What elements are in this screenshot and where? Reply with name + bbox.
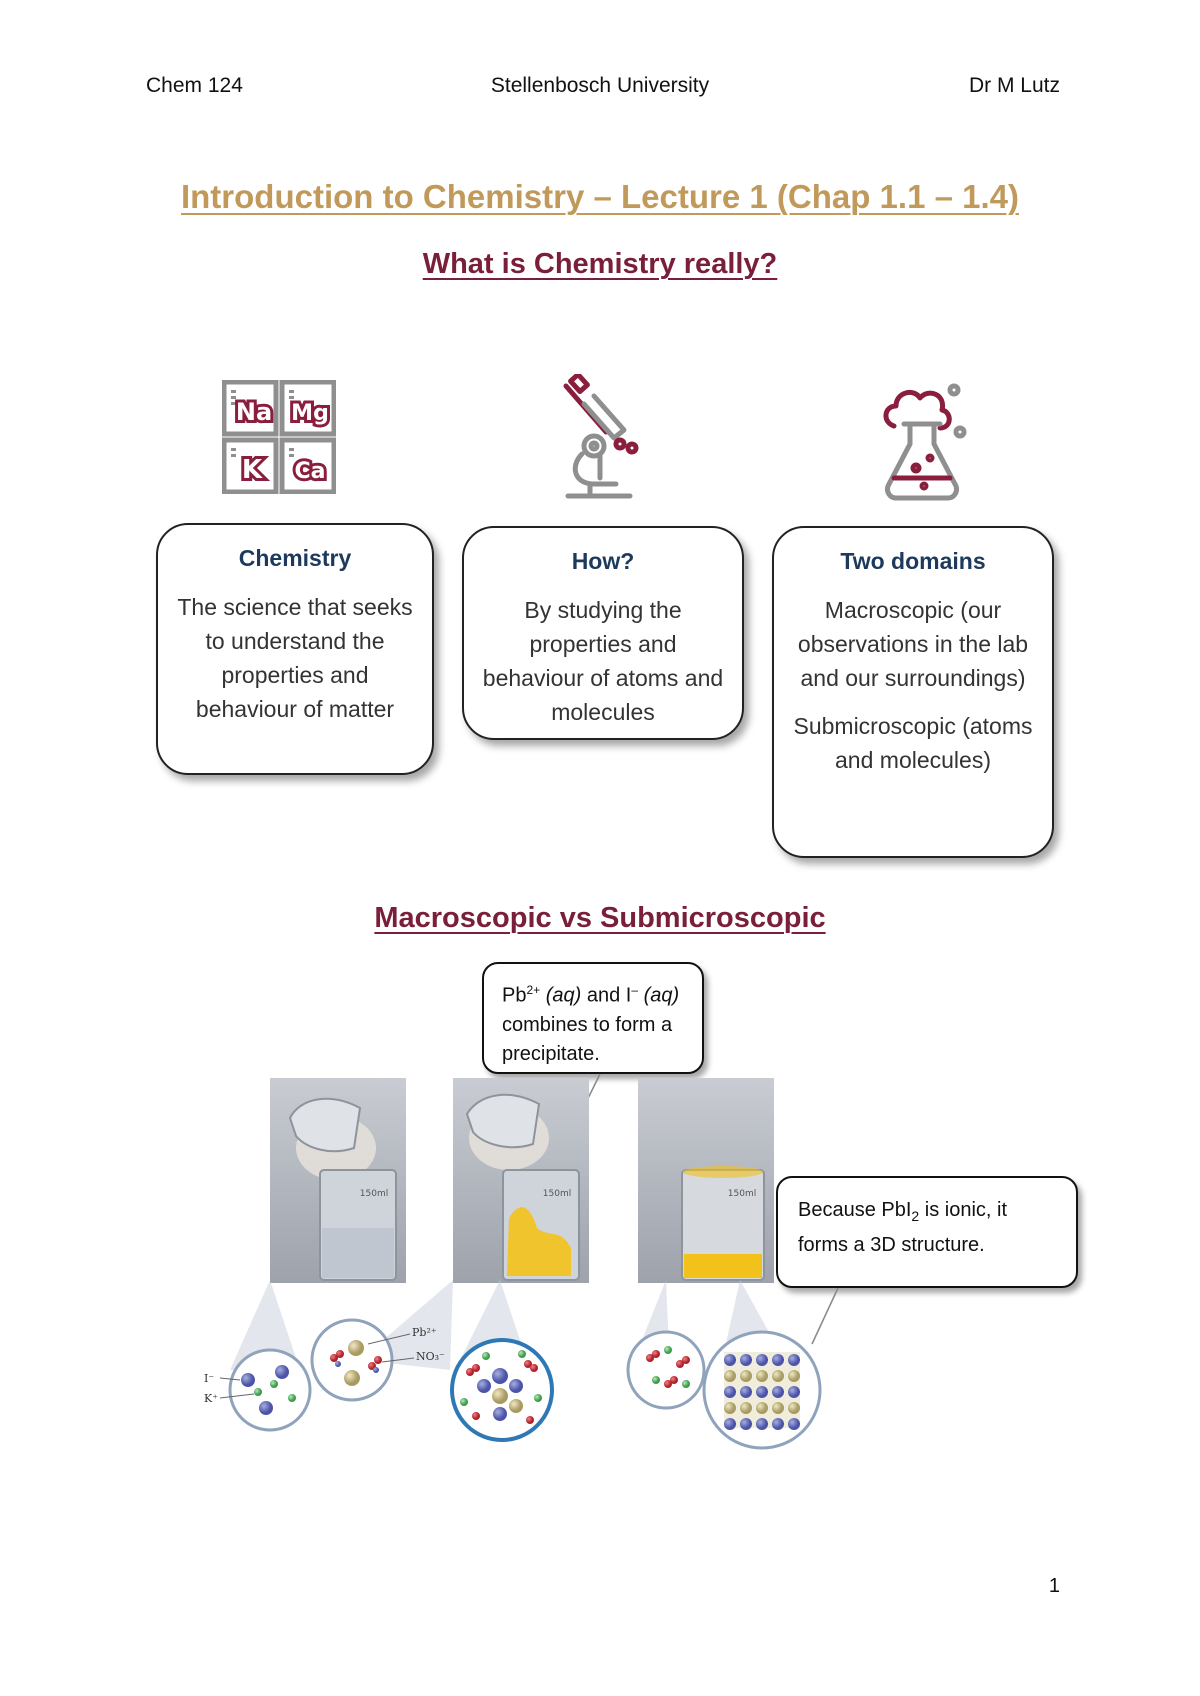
molecular-views: I⁻ K⁺ Pb²⁺ NO₃⁻: [204, 1280, 822, 1450]
beaker-label-1: 150ml: [360, 1189, 388, 1199]
pbno3-solution-view: Pb²⁺ NO₃⁻: [310, 1318, 445, 1402]
callout-precipitate: Pb2+ (aq) and I– (aq) combines to form a…: [482, 962, 704, 1074]
beaker-label-2: 150ml: [543, 1189, 571, 1199]
tile-ca: Ca: [295, 459, 326, 484]
card-how-title: How?: [571, 548, 635, 574]
tile-mg: Mg: [291, 401, 329, 426]
callout-aq-2: (aq): [643, 984, 680, 1007]
callout-i-charge: –: [631, 983, 639, 997]
card-chemistry: Chemistry The science that seeks to unde…: [156, 523, 434, 775]
callout-ionic-structure: Because PbI2 is ionic, it forms a 3D str…: [776, 1176, 1078, 1288]
beaker-photo-2: 150ml: [453, 1078, 589, 1283]
callout-ionic-text-after: is ionic, it forms a 3D structure.: [798, 1199, 1008, 1256]
callout-and-i: and I: [586, 984, 632, 1007]
microscope-icon: [560, 371, 650, 502]
section-heading-macro-vs-submicro: Macroscopic vs Submicroscopic: [374, 902, 826, 934]
callout-ionic-subscript: 2: [911, 1208, 920, 1224]
beaker-photo-3: 150ml: [638, 1078, 774, 1283]
supernatant-view: [626, 1330, 706, 1410]
card-chemistry-body: The science that seeks to understand the…: [177, 594, 413, 722]
beaker-label-3: 150ml: [728, 1189, 756, 1199]
callout-precipitate-text: combines to form a precipitate.: [502, 1013, 673, 1065]
card-chemistry-title: Chemistry: [238, 545, 352, 571]
nitrate-label: NO₃⁻: [416, 1350, 445, 1363]
tile-k: K: [242, 455, 263, 485]
card-how-body: By studying the properties and behaviour…: [482, 597, 724, 725]
header-course: Chem 124: [146, 74, 243, 97]
card-how: How? By studying the properties and beha…: [462, 526, 744, 740]
header-lecturer: Dr M Lutz: [968, 74, 1060, 97]
pbi2-lattice-view: [702, 1330, 822, 1450]
callout-pb-text: Pb: [502, 984, 527, 1007]
card-two-domains-title: Two domains: [840, 548, 986, 574]
section-heading-what-is-chemistry: What is Chemistry really?: [422, 248, 778, 280]
flask-icon: [878, 382, 968, 502]
periodic-table-icon: Na Mg K Ca: [221, 379, 337, 495]
callout-aq-1: (aq): [545, 984, 582, 1007]
page-number: 1: [1048, 1575, 1060, 1597]
mixing-view: [450, 1338, 554, 1442]
callout-ionic-text-before: Because PbI: [798, 1199, 912, 1221]
beaker-photo-1: 150ml: [270, 1078, 406, 1283]
header-university: Stellenbosch University: [490, 74, 710, 97]
potassium-label: K⁺: [204, 1392, 218, 1405]
iodide-label: I⁻: [204, 1372, 214, 1385]
page-title: Introduction to Chemistry – Lecture 1 (C…: [180, 178, 1019, 215]
ki-solution-view: I⁻ K⁺: [204, 1348, 312, 1432]
card-two-domains-macroscopic: Macroscopic (our observations in the lab…: [797, 597, 1029, 691]
card-two-domains-submicroscopic: Submicroscopic (atoms and molecules): [793, 713, 1033, 773]
card-two-domains: Two domains Macroscopic (our observation…: [772, 526, 1054, 858]
tile-na: Na: [236, 398, 272, 426]
callout-pb-charge: 2+: [526, 983, 541, 997]
lead-label: Pb²⁺: [412, 1326, 437, 1339]
